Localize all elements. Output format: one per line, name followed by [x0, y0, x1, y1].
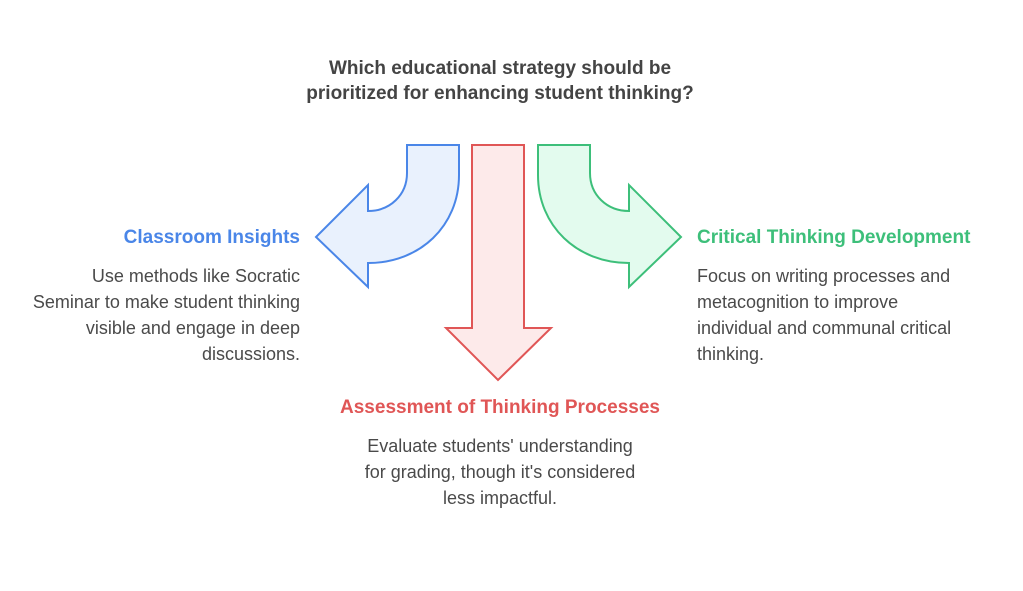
option-heading-critical-thinking: Critical Thinking Development: [697, 227, 971, 248]
question-title: Which educational strategy should be pri…: [306, 58, 694, 104]
blue-curved-arrow-left: [314, 144, 460, 290]
option-description-critical-thinking: Focus on writing processes and metacogni…: [697, 266, 952, 364]
option-description-classroom-insights: Use methods like Socratic Seminar to mak…: [32, 266, 300, 364]
option-heading-assessment: Assessment of Thinking Processes: [340, 397, 660, 418]
red-down-arrow: [443, 144, 554, 382]
option-description-assessment: Evaluate students' understanding for gra…: [364, 436, 636, 508]
option-heading-classroom-insights: Classroom Insights: [123, 227, 300, 248]
green-curved-arrow-right: [537, 144, 683, 290]
